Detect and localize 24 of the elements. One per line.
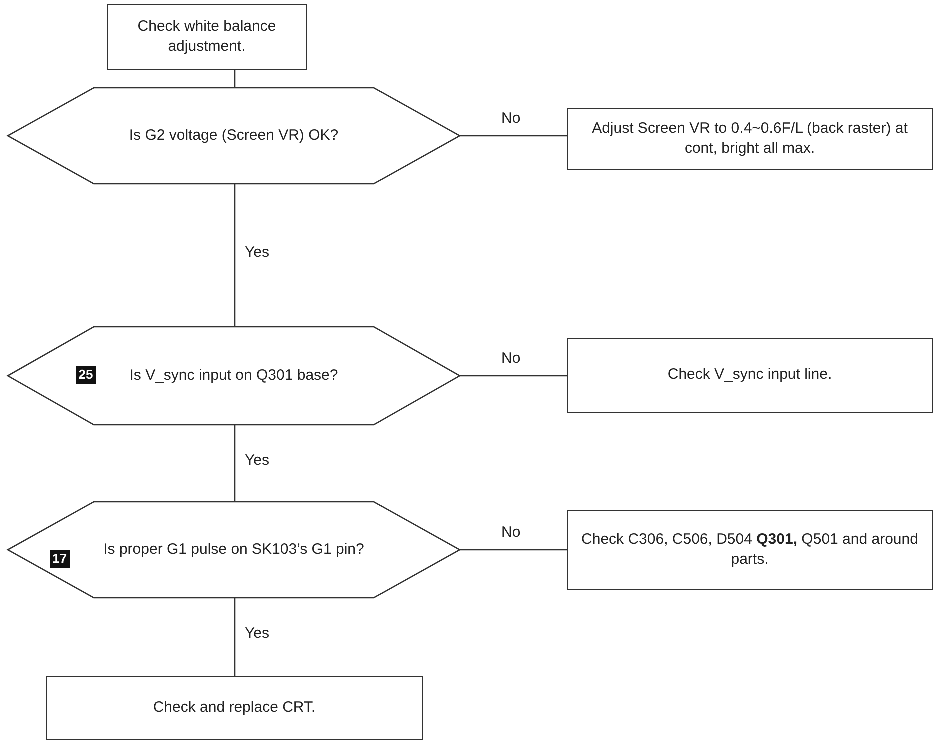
edge-label: Yes	[243, 452, 272, 468]
process-box	[567, 510, 933, 590]
edge-label: Yes	[243, 244, 272, 260]
step-text: Check white balance adjustment.	[136, 16, 278, 57]
question-text: Is G2 voltage (Screen VR) OK?	[129, 126, 339, 146]
connector-line	[234, 184, 236, 327]
connector-line	[234, 425, 236, 502]
step-text: Check C306, C506, D504 Q301, Q501 and around parts.	[580, 530, 920, 570]
process-box	[567, 108, 933, 170]
process-box	[107, 4, 307, 70]
connector-line	[460, 375, 567, 377]
step-text: Adjust Screen VR to 0.4~0.6F/L (back raster) at cont, bright all max.	[591, 118, 909, 159]
connector-line	[234, 598, 236, 676]
question-text: Is V_sync input on Q301 base?	[130, 366, 338, 386]
connector-line	[460, 549, 567, 551]
question-text: Is proper G1 pulse on SK103’s G1 pin?	[104, 540, 364, 560]
callout-number: 25	[76, 366, 96, 384]
connector-line	[234, 70, 236, 88]
step-text: Check and replace CRT.	[153, 698, 316, 718]
process-box	[46, 676, 423, 740]
step-text: Check V_sync input line.	[668, 365, 832, 386]
connector-line	[460, 135, 567, 137]
callout-number: 17	[50, 550, 70, 568]
process-box	[567, 338, 933, 413]
